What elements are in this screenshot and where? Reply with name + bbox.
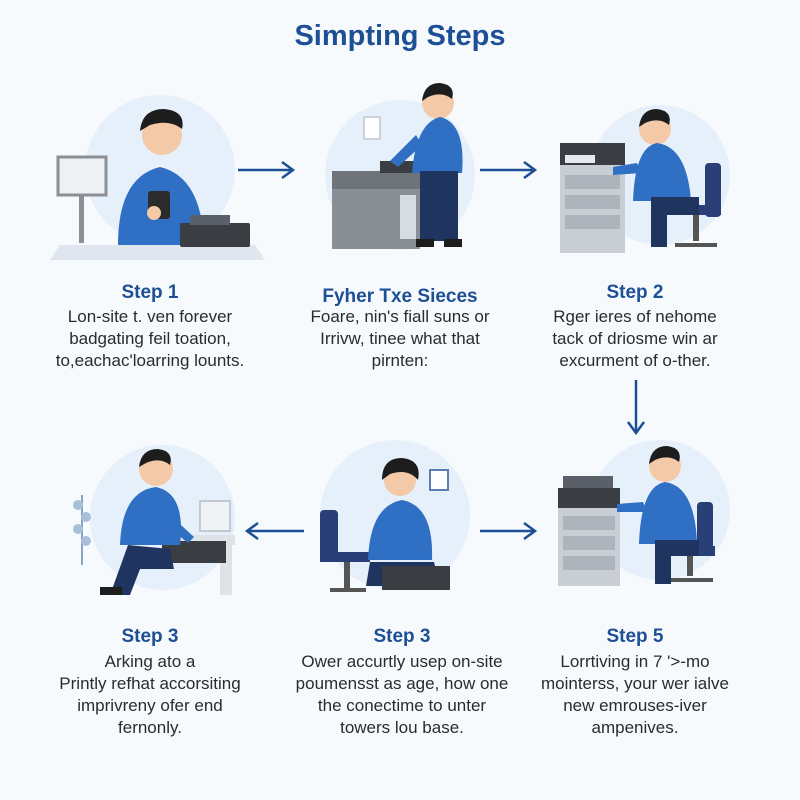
step-label: Step 2 bbox=[606, 282, 664, 303]
right-arrow-icon bbox=[478, 519, 540, 543]
step-description: Rger ieres of nehome tack of driosme win… bbox=[552, 307, 718, 370]
step-label: Step 1 bbox=[121, 282, 179, 303]
step-label: Step 3 bbox=[373, 626, 431, 647]
step-2-illustration bbox=[320, 75, 500, 255]
page-title: Simpting Steps bbox=[294, 20, 506, 52]
step-description: Arking ato a Printly refhat accorsiting … bbox=[59, 652, 241, 737]
step-label: Step 5 bbox=[606, 626, 664, 647]
left-arrow-icon bbox=[240, 519, 306, 543]
step-label: Fyher Txe Sieces bbox=[322, 286, 478, 307]
step-description: Foare, nin's fiall suns or Irrivw, tinee… bbox=[310, 307, 490, 370]
step-3-illustration bbox=[555, 105, 755, 260]
step-6-illustration bbox=[555, 440, 755, 590]
step-description: Lorrtiving in 7 '>-mo mointerss, your we… bbox=[540, 652, 729, 737]
step-label: Step 3 bbox=[121, 626, 179, 647]
step-5-illustration bbox=[310, 440, 490, 605]
step-1-illustration bbox=[40, 95, 280, 270]
right-arrow-icon bbox=[478, 158, 540, 182]
step-description: Lon-site t. ven forever badgating feil t… bbox=[55, 307, 245, 370]
down-arrow-icon bbox=[624, 378, 648, 438]
right-arrow-icon bbox=[236, 158, 298, 182]
step-4-illustration bbox=[70, 445, 250, 605]
step-description: Ower accurtly usep on-site poumensst as … bbox=[295, 652, 509, 737]
